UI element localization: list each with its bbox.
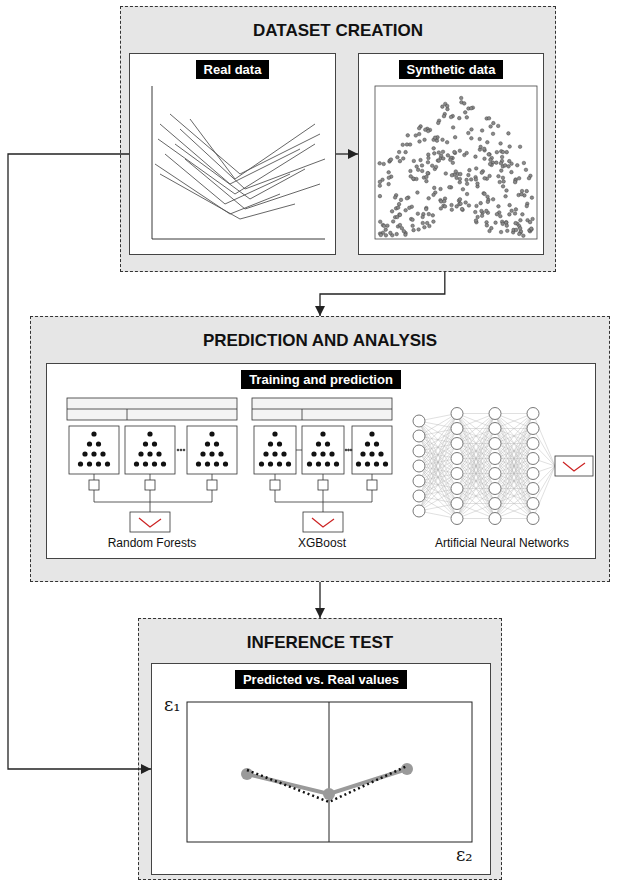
box-tab-label: Synthetic data <box>399 60 504 79</box>
box-tab-label: Real data <box>196 60 270 79</box>
content-box: Synthetic data <box>358 53 544 255</box>
box-tab-row: Synthetic data <box>359 60 543 79</box>
panel-title-row: PREDICTION AND ANALYSIS <box>31 331 609 351</box>
flow-arrow <box>8 154 151 769</box>
panel-title: PREDICTION AND ANALYSIS <box>203 331 437 351</box>
panel-title: DATASET CREATION <box>253 21 423 41</box>
content-box: Real data <box>129 53 336 255</box>
synthetic-scatter-plot <box>359 54 545 256</box>
strain-line-chart <box>130 54 337 256</box>
box-tab-row: Predicted vs. Real values <box>152 670 490 689</box>
model-caption: Random Forests <box>108 536 197 550</box>
stage-panel: Real data Synthetic data DATASET CREATION <box>120 6 556 272</box>
stage-panel: Predicted vs. Real values ε₁ ε₂ INFERENCE T… <box>138 618 502 880</box>
box-tab-label: Training and prediction <box>241 370 401 389</box>
content-box: Predicted vs. Real values ε₁ ε₂ <box>151 663 491 875</box>
prediction-comparison-chart <box>152 664 492 876</box>
box-tab-row: Training and prediction <box>47 370 595 389</box>
flow-arrow <box>336 153 358 154</box>
content-box: Training and predictionRandom Forests XGB… <box>46 363 596 559</box>
panel-title: INFERENCE TEST <box>247 633 393 653</box>
panel-title-row: DATASET CREATION <box>121 21 555 41</box>
panel-title-row: INFERENCE TEST <box>139 633 501 653</box>
stage-panel: Training and predictionRandom Forests XGB… <box>30 316 610 582</box>
box-tab-label: Predicted vs. Real values <box>235 670 407 689</box>
axis-label: ε₁ <box>164 694 181 715</box>
box-tab-row: Real data <box>130 60 335 79</box>
model-illustrations <box>47 364 597 560</box>
flow-arrow <box>320 272 445 316</box>
axis-label: ε₂ <box>456 844 473 865</box>
flow-arrow <box>319 582 320 618</box>
model-caption: Artificial Neural Networks <box>435 536 569 550</box>
model-caption: XGBoost <box>298 536 346 550</box>
